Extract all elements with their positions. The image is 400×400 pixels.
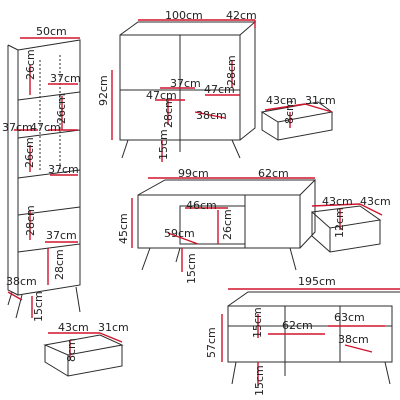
- cabinet-drawer-drawing: [43, 334, 124, 377]
- table-drawer-depth-label: 43cm: [360, 195, 391, 208]
- tall-cabinet-leg-label: 15cm: [32, 291, 45, 322]
- chest-dim-3: 47cm: [204, 83, 235, 96]
- tv-stand-dim-1: 62cm: [282, 319, 313, 332]
- tv-stand-dim-4: 38cm: [338, 333, 369, 346]
- chest-height-label: 92cm: [97, 75, 110, 106]
- tall-cabinet-dim-7: 37cm: [48, 163, 79, 176]
- chest-dim-1: 37cm: [170, 77, 201, 90]
- cabinet-drawer-width-label: 43cm: [58, 321, 89, 334]
- tall-cabinet-dim-4: 37cm: [2, 121, 33, 134]
- tv-stand-dim-3: 15cm: [251, 307, 264, 338]
- chest-dim-4: 28cm: [225, 55, 238, 86]
- dimension-lines: [7, 19, 400, 386]
- cabinet-drawer-depth-label: 31cm: [98, 321, 129, 334]
- tall-cabinet-dim-10: 28cm: [53, 249, 66, 280]
- coffee-table-drawing: [137, 179, 317, 271]
- tv-stand-width-label: 195cm: [298, 275, 336, 288]
- chest-drawer-width-label: 43cm: [266, 94, 297, 107]
- coffee-table-dim-3: 59cm: [164, 227, 195, 240]
- table-drawer-drawing: [310, 205, 382, 253]
- chest-leg-label: 15cm: [157, 129, 170, 160]
- tall-cabinet-dim-8: 28cm: [24, 205, 37, 236]
- tv-stand-leg-label: 15cm: [253, 365, 266, 396]
- tall-cabinet-dim-2: 37cm: [50, 72, 81, 85]
- cabinet-drawer-height-label: 8cm: [65, 338, 78, 362]
- tv-stand-dim-2: 63cm: [334, 311, 365, 324]
- chest-drawer-height-label: 8cm: [283, 100, 296, 124]
- coffee-table-leg-label: 15cm: [185, 253, 198, 284]
- chest-width-label: 100cm: [165, 9, 203, 22]
- coffee-table-height-label: 45cm: [117, 213, 130, 244]
- coffee-table-depth-label: 62cm: [258, 167, 289, 180]
- coffee-table-width-label: 99cm: [178, 167, 209, 180]
- tall-cabinet-dim-9: 37cm: [46, 229, 77, 242]
- tall-cabinet-dim-6: 26cm: [23, 137, 36, 168]
- tall-cabinet-dim-1: 26cm: [24, 49, 37, 80]
- chest-dim-5: 28cm: [162, 97, 175, 128]
- chest-dim-2: 47cm: [146, 89, 177, 102]
- tall-cabinet-depth-label: 38cm: [6, 275, 37, 288]
- tall-cabinet-dim-5: 47cm: [30, 121, 61, 134]
- chest-drawer-drawing: [260, 101, 334, 141]
- table-drawer-width-label: 43cm: [322, 195, 353, 208]
- tall-cabinet-dim-3: 26cm: [55, 93, 68, 124]
- chest-depth-label: 42cm: [226, 9, 257, 22]
- tv-stand-height-label: 57cm: [205, 327, 218, 358]
- chest-dim-6: 38cm: [196, 109, 227, 122]
- coffee-table-dim-2: 26cm: [221, 209, 234, 240]
- chest-drawing: [119, 21, 257, 159]
- coffee-table-dim-1: 46cm: [186, 199, 217, 212]
- table-drawer-height-label: 12cm: [333, 207, 346, 238]
- tall-cabinet-width-label: 50cm: [36, 25, 67, 38]
- chest-drawer-depth-label: 31cm: [305, 94, 336, 107]
